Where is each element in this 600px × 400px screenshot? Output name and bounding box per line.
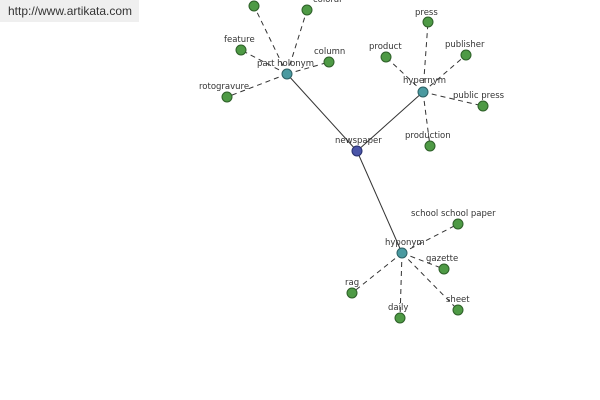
node-daily[interactable]	[394, 312, 406, 324]
labels: colorar feature column rotogravure part …	[199, 0, 505, 313]
node-product[interactable]	[380, 51, 392, 63]
leaf-nodes	[221, 0, 489, 324]
label-feature: feature	[224, 35, 255, 45]
node-public-press[interactable]	[477, 100, 489, 112]
label-part-holonym: part holonym	[257, 59, 314, 69]
node-colorar-2[interactable]	[301, 4, 313, 16]
edges-hypernym	[385, 21, 484, 147]
label-column: column	[314, 47, 345, 57]
node-feature[interactable]	[235, 44, 247, 56]
edge	[351, 252, 403, 294]
label-newspaper: newspaper	[335, 136, 382, 146]
node-hyponym[interactable]	[396, 247, 408, 259]
node-colorar[interactable]	[248, 0, 260, 12]
label-hypernym: hypernym	[403, 76, 446, 86]
node-press[interactable]	[422, 16, 434, 28]
label-public-press: public press	[453, 91, 505, 101]
node-hypernym[interactable]	[417, 86, 429, 98]
label-product: product	[369, 42, 402, 52]
edge-root-part-holonym	[286, 73, 358, 152]
edge	[399, 252, 403, 319]
url-label[interactable]: http://www.artikata.com	[0, 0, 139, 22]
label-rag: rag	[345, 278, 359, 288]
edge	[422, 91, 431, 147]
edge	[401, 223, 459, 254]
edge-root-hyponym	[356, 150, 403, 254]
label-school-school-paper: school school paper	[411, 209, 496, 219]
edge	[253, 5, 288, 75]
edge	[401, 252, 445, 270]
edges-part-holonym	[226, 5, 330, 98]
edge	[286, 61, 330, 75]
edges-main	[286, 73, 424, 254]
edge	[385, 56, 424, 93]
label-daily: daily	[388, 303, 408, 313]
node-part-holonym[interactable]	[281, 68, 293, 80]
node-newspaper[interactable]	[351, 145, 363, 157]
edge	[422, 21, 429, 93]
edge	[422, 91, 484, 107]
label-press: press	[415, 8, 438, 18]
node-publisher[interactable]	[460, 49, 472, 61]
node-column[interactable]	[323, 56, 335, 68]
node-school-school-paper[interactable]	[452, 218, 464, 230]
node-production[interactable]	[424, 140, 436, 152]
label-rotogravure: rotogravure	[199, 82, 249, 92]
edges-hyponym	[351, 223, 459, 319]
edge	[286, 9, 308, 75]
label-hyponym: hyponym	[385, 238, 425, 248]
edge-root-hypernym	[356, 91, 424, 152]
edge	[226, 73, 288, 98]
label-production: production	[405, 131, 451, 141]
node-sheet[interactable]	[452, 304, 464, 316]
node-rag[interactable]	[346, 287, 358, 299]
label-gazette: gazette	[426, 254, 458, 264]
edge	[422, 54, 467, 93]
label-colorar: colorar	[313, 0, 343, 5]
node-rotogravure[interactable]	[221, 91, 233, 103]
label-sheet: sheet	[446, 295, 470, 305]
hub-nodes	[281, 68, 429, 259]
node-gazette[interactable]	[438, 263, 450, 275]
label-publisher: publisher	[445, 40, 485, 50]
edge	[401, 252, 459, 311]
